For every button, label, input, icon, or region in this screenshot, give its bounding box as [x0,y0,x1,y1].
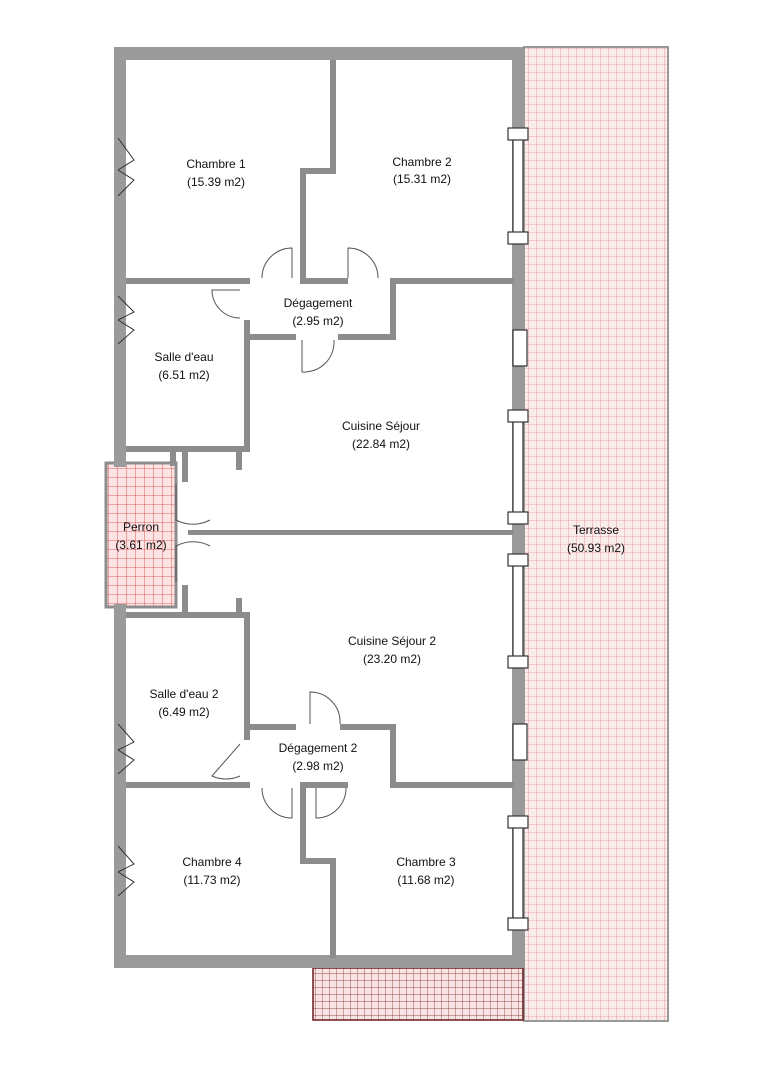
room-area-salle-deau: (6.51 m2) [158,368,209,382]
room-name-chambre-4: Chambre 4 [182,855,242,869]
room-area-degagement-2: (2.98 m2) [292,759,343,773]
room-area-cuisine-sejour: (22.84 m2) [352,437,410,451]
room-area-chambre-1: (15.39 m2) [187,175,245,189]
balcony-area [312,967,524,1021]
interior-walls [126,60,514,958]
room-name-salle-deau-2: Salle d'eau 2 [149,687,218,701]
room-name-degagement-2: Dégagement 2 [279,741,358,755]
room-name-terrasse: Terrasse [573,523,619,537]
room-name-cuisine-sejour-2: Cuisine Séjour 2 [348,634,436,648]
room-name-degagement: Dégagement [284,296,353,310]
room-area-chambre-3: (11.68 m2) [397,873,454,887]
room-labels: Chambre 1 (15.39 m2) Chambre 2 (15.31 m2… [115,155,625,887]
room-area-perron: (3.61 m2) [115,538,166,552]
windows [117,127,529,931]
terrace-area [523,46,669,1022]
room-area-chambre-2: (15.31 m2) [393,172,451,186]
room-area-degagement: (2.95 m2) [292,314,343,328]
room-name-cuisine-sejour: Cuisine Séjour [342,419,420,433]
room-area-salle-deau-2: (6.49 m2) [158,705,209,719]
room-name-chambre-1: Chambre 1 [186,157,246,171]
room-name-salle-deau: Salle d'eau [154,350,213,364]
perron-area [104,461,178,609]
doors [175,247,379,819]
room-name-chambre-2: Chambre 2 [392,155,452,169]
room-area-chambre-4: (11.73 m2) [183,873,240,887]
room-name-chambre-3: Chambre 3 [396,855,456,869]
room-area-terrasse: (50.93 m2) [567,541,625,555]
room-area-cuisine-sejour-2: (23.20 m2) [363,652,421,666]
room-name-perron: Perron [123,520,159,534]
